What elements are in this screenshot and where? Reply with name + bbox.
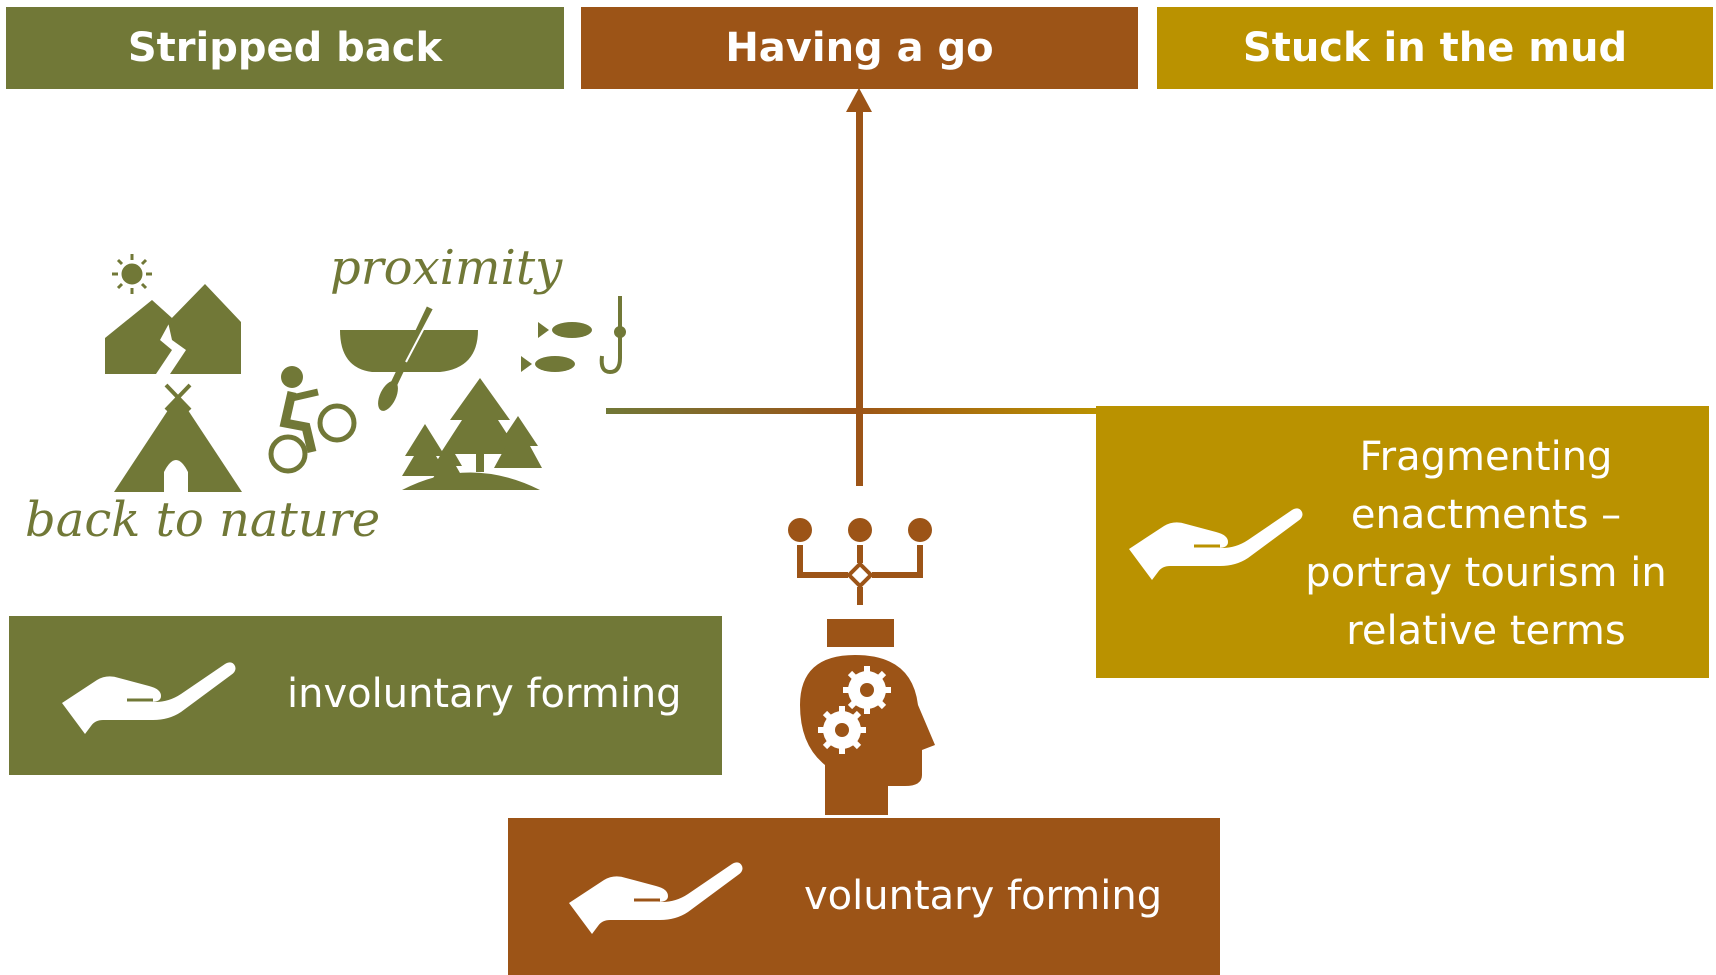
- header-stripped-back: Stripped back: [6, 7, 564, 89]
- fragmenting-enactments-label: Fragmenting enactments – portray tourism…: [1305, 434, 1667, 654]
- paddle-icon: [378, 304, 437, 411]
- decision-tree-icon: [788, 518, 932, 605]
- teepee-icon: [114, 383, 242, 492]
- voluntary-forming-label: voluntary forming: [804, 873, 1163, 919]
- header-stuck-in-the-mud: Stuck in the mud: [1157, 7, 1713, 89]
- fish-hook-icon: [599, 296, 626, 375]
- horizontal-connector-line: [606, 408, 1098, 414]
- head-gears-icon: [800, 619, 935, 815]
- cyclist-icon: [268, 366, 357, 474]
- proximity-word: proximity: [330, 240, 563, 296]
- header-having-a-go-label: Having a go: [725, 25, 994, 71]
- open-hand-icon: [62, 662, 236, 734]
- fish-icon: [521, 322, 592, 372]
- open-hand-icon: [569, 862, 743, 934]
- header-having-a-go: Having a go: [581, 7, 1138, 89]
- back-to-nature-word: back to nature: [25, 492, 381, 548]
- involuntary-forming-label: involuntary forming: [287, 671, 682, 717]
- header-stripped-back-label: Stripped back: [127, 25, 443, 71]
- involuntary-forming-box: involuntary forming: [9, 616, 722, 775]
- voluntary-forming-box: voluntary forming: [508, 818, 1220, 975]
- fragmenting-enactments-box: Fragmenting enactments – portray tourism…: [1096, 406, 1709, 678]
- arrow-head-icon: [846, 88, 872, 112]
- mountains-icon: [105, 284, 241, 374]
- open-hand-icon: [1129, 508, 1303, 580]
- header-stuck-in-the-mud-label: Stuck in the mud: [1242, 25, 1628, 71]
- pine-trees-icon: [402, 378, 542, 490]
- sun-icon: [112, 254, 152, 294]
- vertical-arrow-shaft: [856, 108, 863, 486]
